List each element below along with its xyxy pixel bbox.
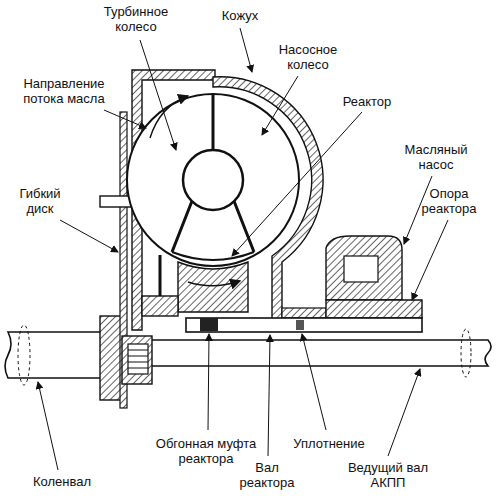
part-label: Гибкий диск [10, 186, 70, 216]
part-label: Опора реактора [410, 186, 488, 216]
part-label: Ведущий вал АКПП [342, 460, 434, 490]
part-label: Коленвал [24, 474, 100, 489]
part-label: Турбинное колесо [96, 4, 176, 34]
part-label: Направление потока масла [14, 76, 114, 106]
part-label: Вал реактора [234, 460, 300, 490]
part-label: Обгонная муфта реактора [148, 436, 264, 466]
part-label: Реактор [334, 94, 400, 109]
part-label: Кожух [212, 8, 268, 23]
part-label: Насосное колесо [268, 42, 348, 72]
part-label: Уплотнение [286, 436, 372, 451]
part-label: Масляный насос [396, 142, 476, 172]
